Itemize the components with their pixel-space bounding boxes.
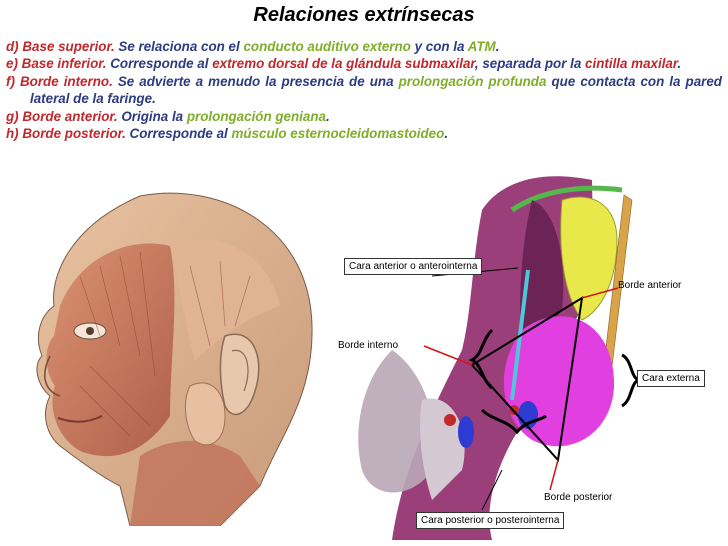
item-end: .: [325, 108, 330, 124]
item-borde-anterior: g) Borde anterior. Origina la prolongaci…: [6, 108, 722, 125]
page-title: Relaciones extrínsecas: [253, 4, 475, 26]
item-name: Borde posterior: [22, 126, 123, 142]
item-letter: d): [6, 39, 19, 54]
label-borde-interno: Borde interno: [338, 340, 399, 351]
label-cara-posterior: Cara posterior o posterointerna: [416, 512, 565, 529]
item-letter: h): [6, 126, 19, 142]
item-name: Borde anterior: [22, 108, 114, 124]
item-base-superior: d) Base superior. Se relaciona con el co…: [6, 38, 722, 55]
item-text: que contacta con la pared lateral de la …: [30, 73, 722, 107]
head-muscles-illustration: [20, 186, 320, 527]
item-end: .: [152, 91, 156, 107]
item-end: .: [444, 126, 449, 142]
item-term: músculo esternocleidomastoideo: [231, 126, 445, 142]
parotid-relations-diagram: Cara anterior o anterointerna Borde ante…: [332, 170, 722, 540]
item-text: Corresponde al: [106, 56, 213, 72]
item-letter: f): [6, 73, 15, 89]
item-term: ATM: [467, 39, 496, 54]
item-text: Se advierte a menudo la presencia de una: [112, 73, 399, 89]
item-text: Origina la: [117, 108, 187, 124]
item-name: Base superior: [22, 39, 111, 54]
label-borde-anterior: Borde anterior: [618, 280, 682, 291]
item-dot: .: [109, 73, 113, 89]
item-base-inferior: e) Base inferior. Corresponde al extremo…: [6, 55, 722, 72]
relations-list: d) Base superior. Se relaciona con el co…: [6, 38, 722, 142]
item-name: Borde interno: [19, 73, 110, 89]
item-term: prolongación profunda: [398, 73, 547, 89]
item-text: Se relaciona con el: [114, 39, 244, 54]
item-borde-posterior: h) Borde posterior. Corresponde al múscu…: [6, 125, 722, 142]
item-dot: .: [102, 56, 107, 72]
label-borde-posterior: Borde posterior: [544, 492, 613, 503]
item-term: extremo dorsal de la glándula submaxilar: [212, 56, 475, 72]
item-dot: .: [110, 39, 115, 54]
item-end: .: [677, 56, 682, 72]
item-dot: .: [122, 126, 126, 142]
item-term: prolongación geniana: [186, 108, 326, 124]
item-dot: .: [113, 108, 118, 124]
item-term: cintilla maxilar: [585, 56, 678, 72]
item-term: conducto auditivo externo: [243, 39, 411, 54]
item-name: Base inferior: [21, 56, 103, 72]
item-text: y con la: [410, 39, 468, 54]
item-borde-interno: f) Borde interno. Se advierte a menudo l…: [6, 73, 722, 108]
item-text: , separada por la: [474, 56, 586, 72]
item-end: .: [495, 39, 500, 54]
item-letter: e): [6, 56, 18, 72]
label-cara-anterior: Cara anterior o anterointerna: [344, 258, 483, 275]
label-cara-externa: Cara externa: [637, 370, 705, 387]
item-text: Corresponde al: [125, 126, 232, 142]
item-letter: g): [6, 108, 19, 124]
